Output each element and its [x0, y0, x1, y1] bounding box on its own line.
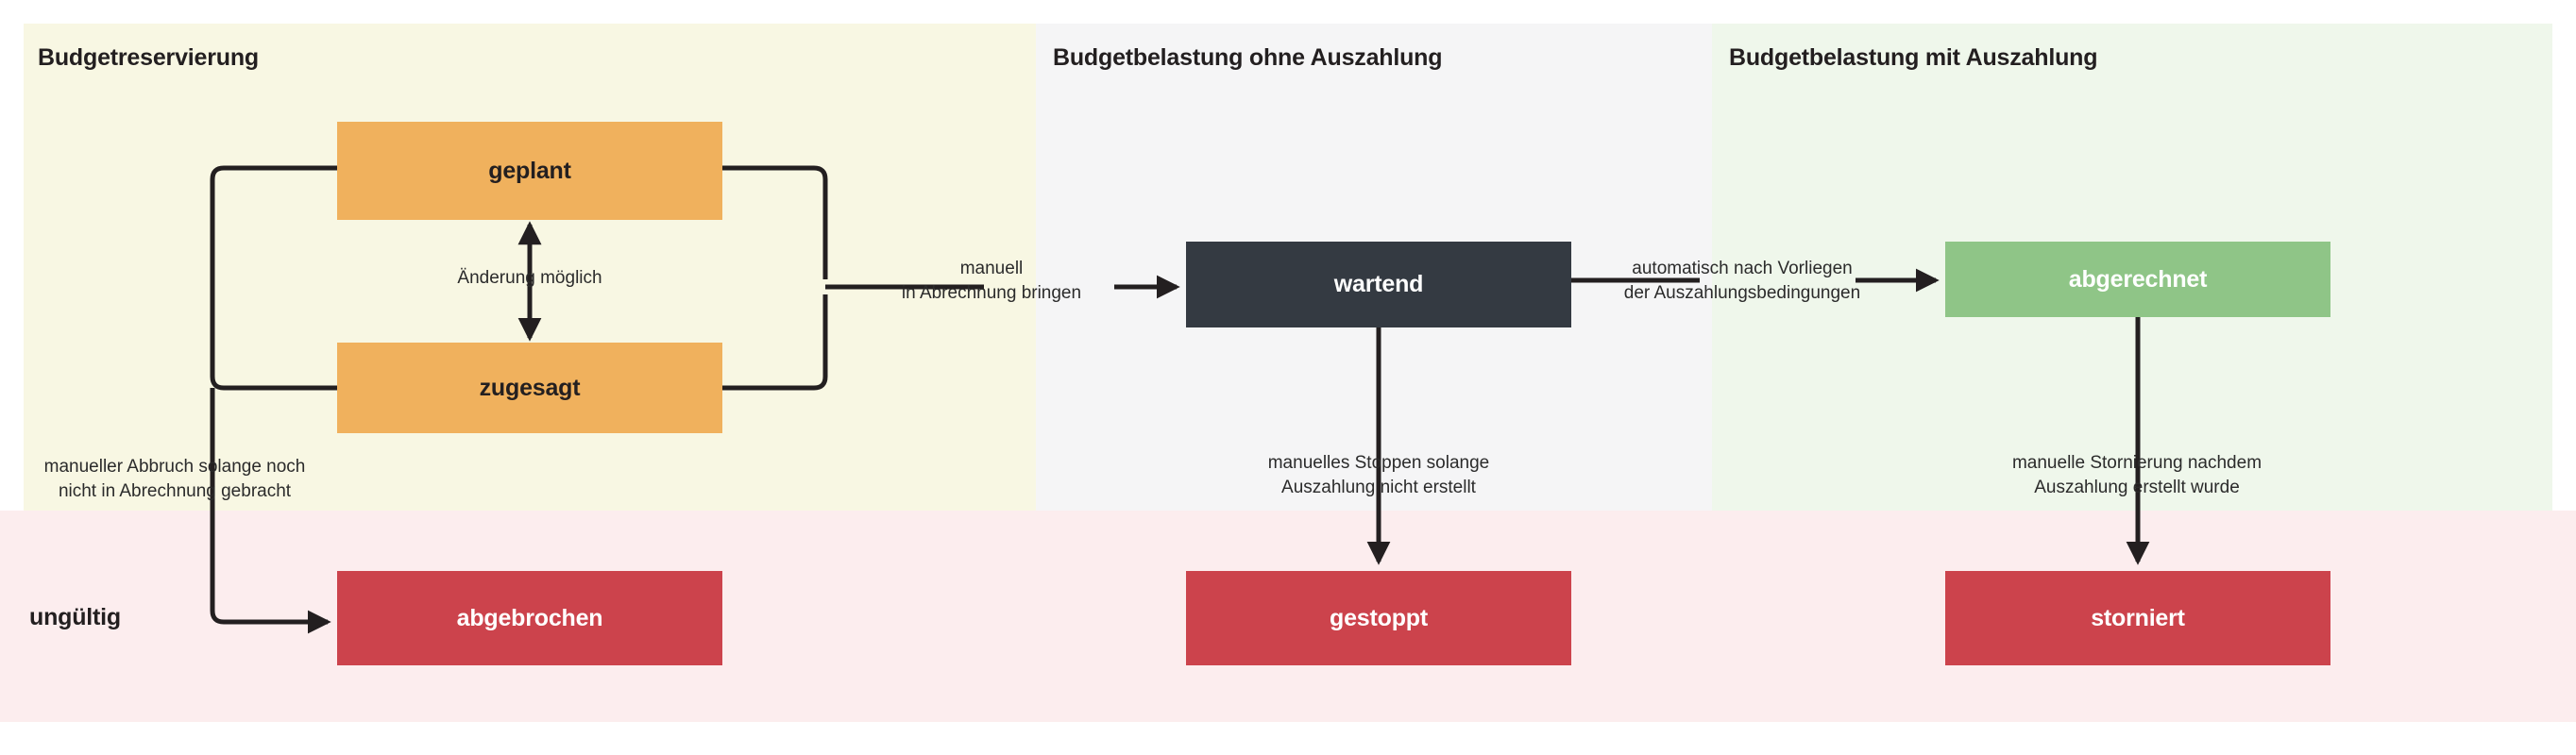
- lane-title-budgetreservierung: Budgetreservierung: [38, 44, 259, 71]
- lane-title-budgetbelastung-mit-auszahlung: Budgetbelastung mit Auszahlung: [1729, 44, 2098, 71]
- edge-label-aenderung-moeglich: Änderung möglich: [457, 268, 602, 288]
- edge-label-automatisch-nach-vorliegen: automatisch nach Vorliegen der Auszahlun…: [1623, 259, 1861, 303]
- node-wartend-label: wartend: [1333, 271, 1424, 297]
- node-zugesagt[interactable]: zugesagt: [337, 343, 722, 433]
- node-geplant[interactable]: geplant: [337, 122, 722, 220]
- edge-label-manueller-abbruch: manueller Abbruch solange noch nicht in …: [43, 457, 306, 501]
- node-abgerechnet[interactable]: abgerechnet: [1945, 242, 2330, 317]
- node-gestoppt-label: gestoppt: [1330, 604, 1428, 631]
- node-zugesagt-label: zugesagt: [479, 374, 581, 401]
- lane-title-budgetbelastung-ohne-auszahlung: Budgetbelastung ohne Auszahlung: [1053, 44, 1443, 71]
- node-abgebrochen[interactable]: abgebrochen: [337, 571, 722, 665]
- node-abgerechnet-label: abgerechnet: [2068, 265, 2208, 293]
- node-wartend[interactable]: wartend: [1186, 242, 1571, 327]
- node-abgebrochen-label: abgebrochen: [456, 604, 603, 631]
- lane-title-ungueltig: ungültig: [29, 604, 121, 630]
- node-geplant-label: geplant: [488, 157, 571, 184]
- node-gestoppt[interactable]: gestoppt: [1186, 571, 1571, 665]
- edge-label-manuell-in-abrechnung-bringen: manuell in Abrechnung bringen: [901, 259, 1082, 303]
- node-storniert-label: storniert: [2091, 604, 2185, 631]
- edge-label-manuelles-stoppen: manuelles Stoppen solange Auszahlung nic…: [1267, 453, 1490, 497]
- node-storniert[interactable]: storniert: [1945, 571, 2330, 665]
- edge-label-manuelle-stornierung: manuelle Stornierung nachdem Auszahlung …: [2011, 453, 2262, 497]
